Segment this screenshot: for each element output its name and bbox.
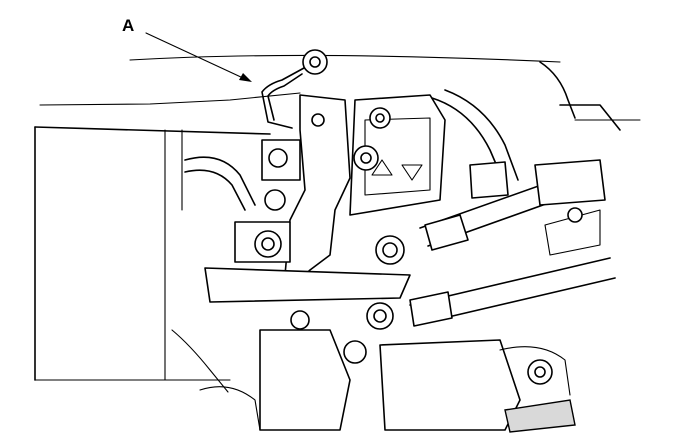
left-components bbox=[171, 139, 411, 393]
hoses-and-connectors bbox=[409, 89, 616, 327]
callout-leader-a bbox=[145, 32, 252, 82]
ground-wire-a bbox=[261, 49, 328, 129]
lower-housing bbox=[199, 329, 576, 433]
mounting-bracket bbox=[284, 94, 446, 281]
bolts bbox=[290, 235, 553, 385]
callout-label-a: A bbox=[122, 16, 135, 35]
